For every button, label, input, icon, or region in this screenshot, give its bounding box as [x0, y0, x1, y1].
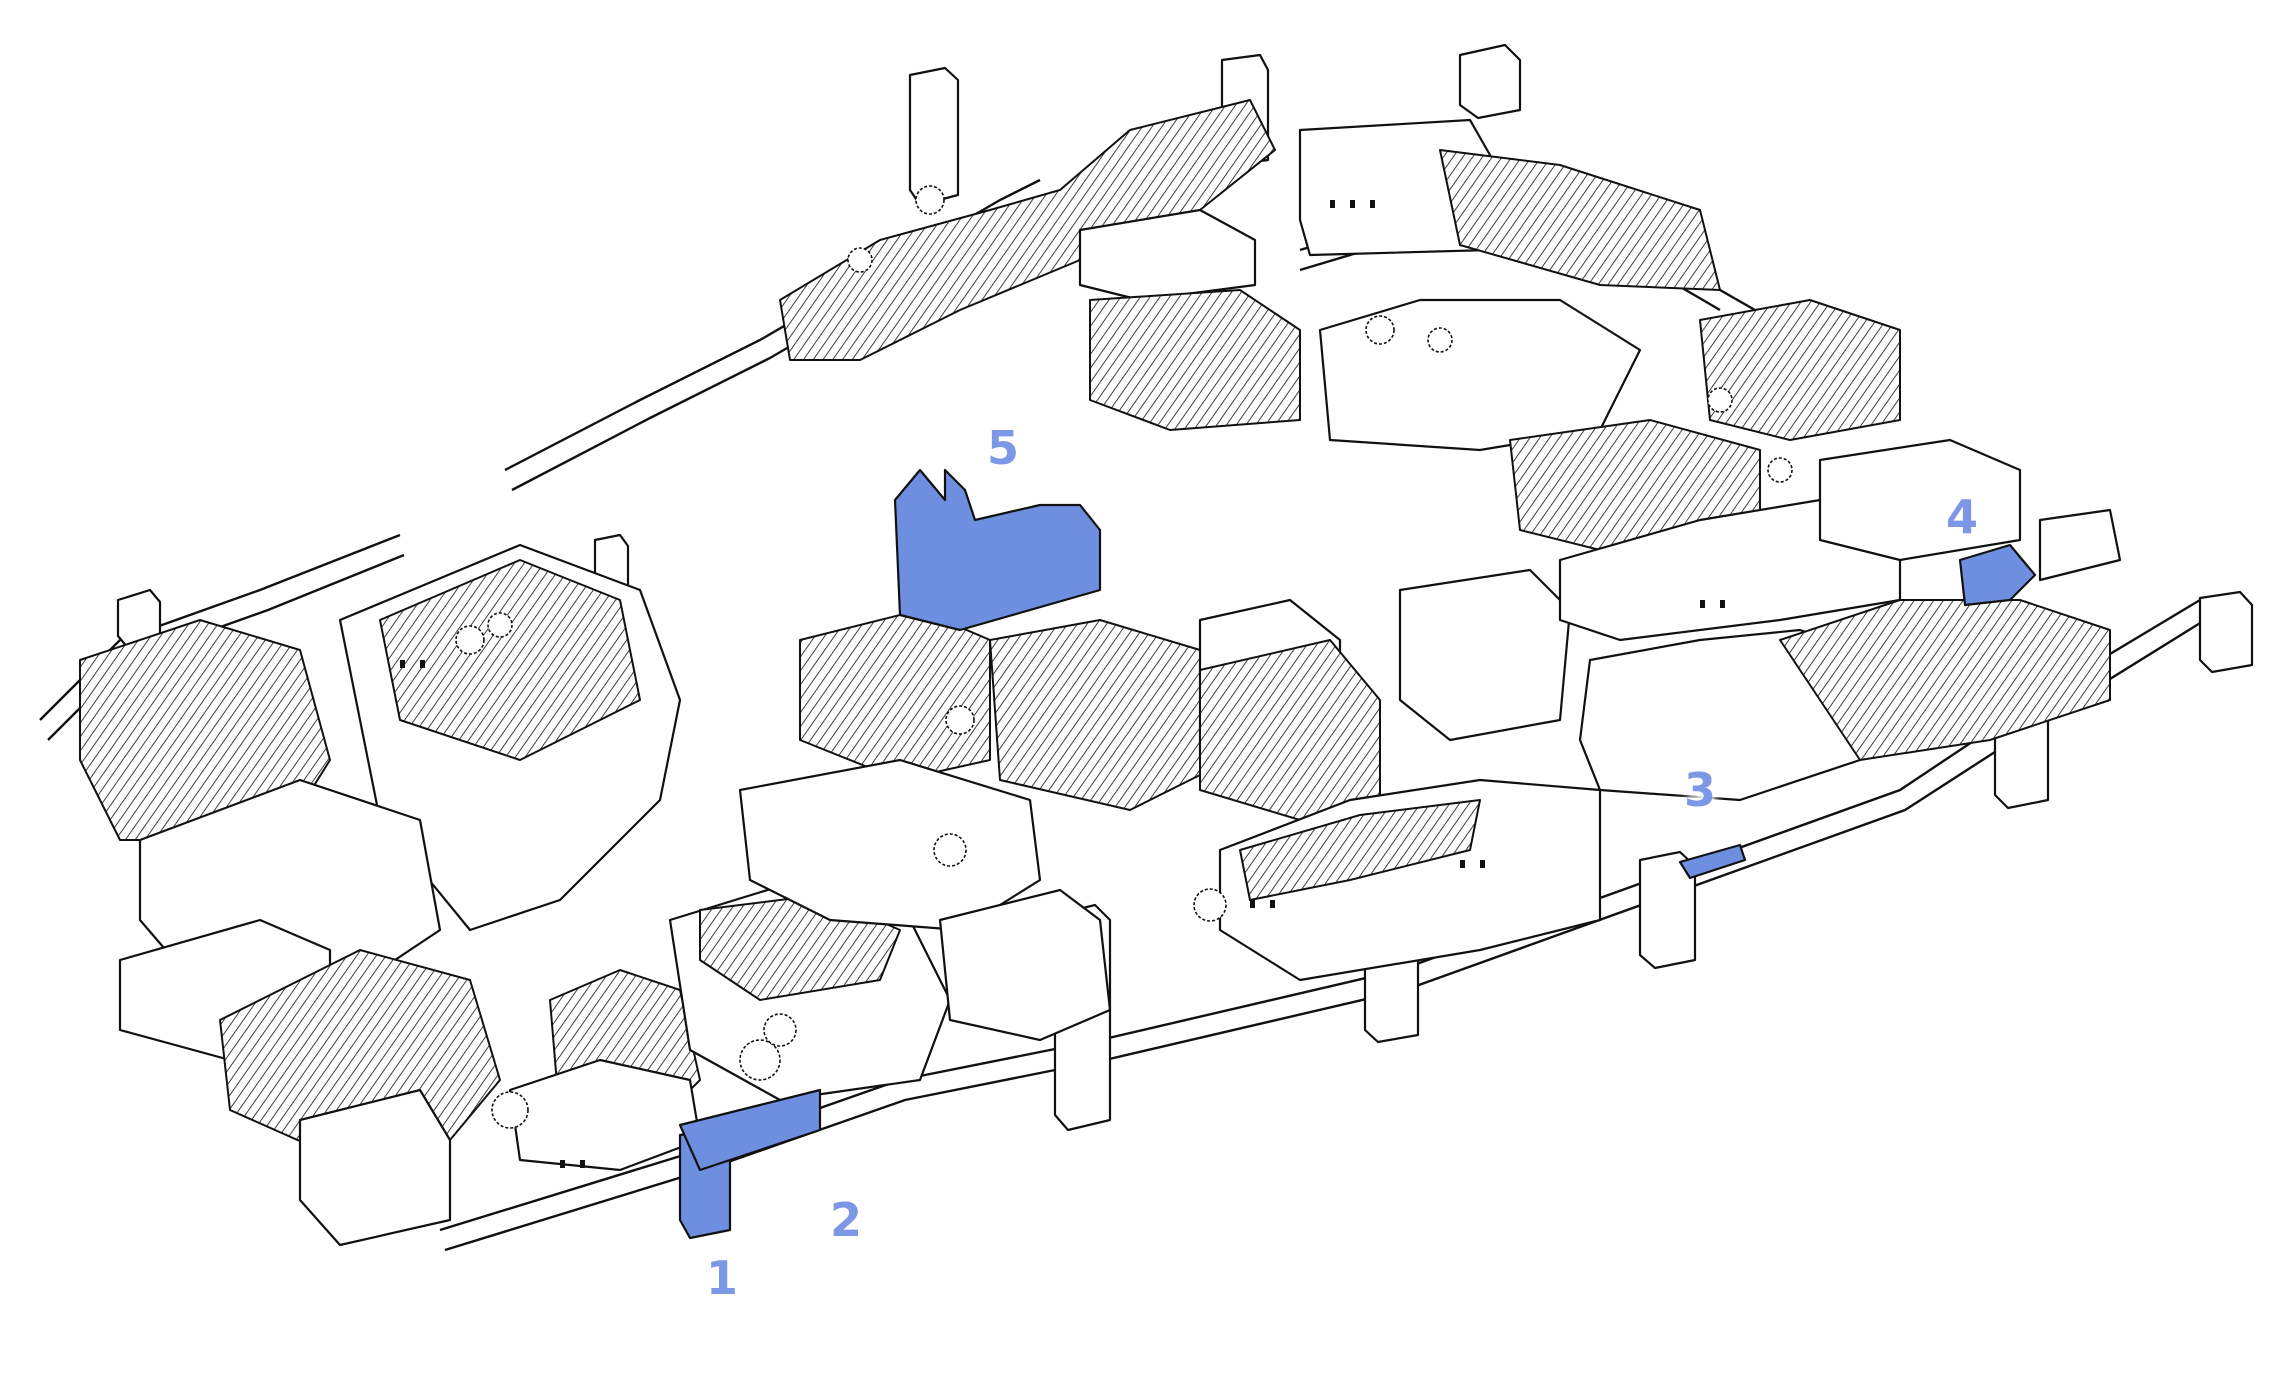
highlight-wall-segment: [1678, 843, 1747, 880]
marker-4[interactable]: 4: [1945, 490, 1979, 544]
marker-1[interactable]: 1: [705, 1251, 739, 1305]
marker-3[interactable]: 3: [1683, 763, 1717, 817]
building-blocks: [79, 99, 2122, 1247]
marker-2[interactable]: 2: [829, 1193, 863, 1247]
highlighted-features: [678, 468, 2037, 1240]
highlight-building: [1958, 543, 2037, 607]
highlight-church: [893, 468, 1102, 632]
trees: [455, 185, 1793, 1129]
highlight-bridge: [678, 1088, 822, 1172]
marker-5[interactable]: 5: [986, 421, 1020, 475]
window-marks: [400, 200, 1725, 1168]
